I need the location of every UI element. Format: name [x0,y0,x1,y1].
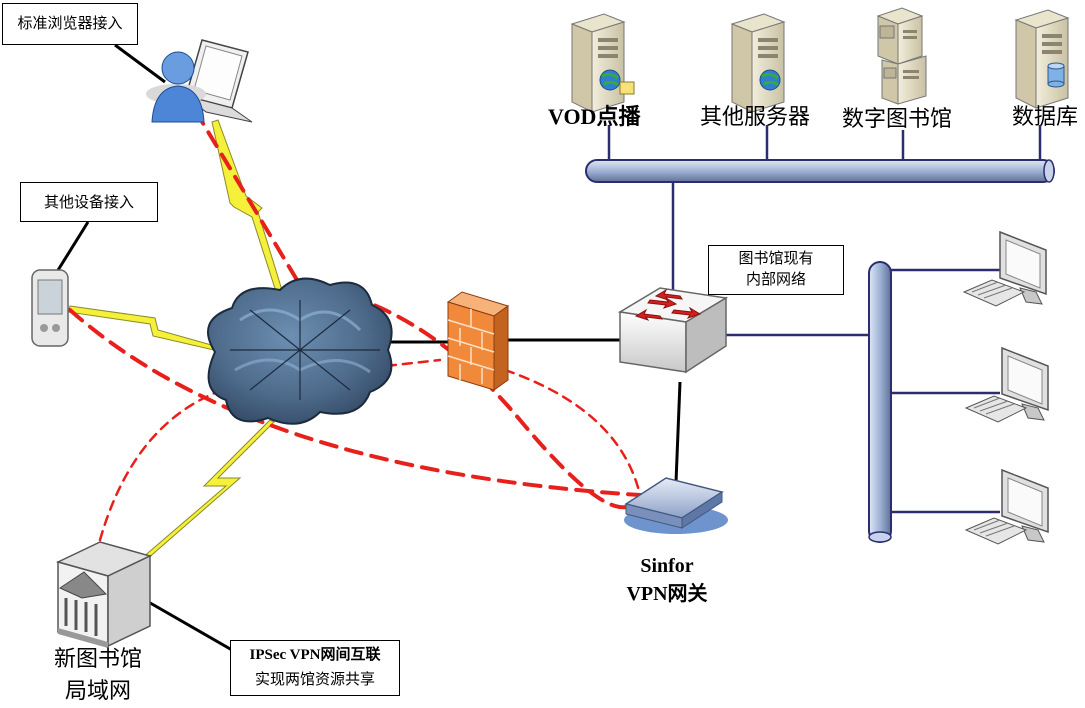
workstation-icon[interactable] [962,230,1047,307]
new-library-line2: 局域网 [64,679,131,704]
sinfor-line2: VPN网关 [626,583,708,605]
digital-library-label: 数字图书馆 [842,107,953,132]
switch-icon[interactable] [617,287,729,374]
tunnel-browser-cloud [193,108,302,287]
new-library-label: 新图书馆 局域网 [44,644,152,708]
workstation-icon[interactable] [964,468,1049,545]
firewall-icon[interactable] [446,291,510,391]
link-library-label [144,598,233,652]
database-icon [1047,62,1065,88]
internal-network-line2: 内部网络 [745,270,806,288]
server-tower-icon[interactable] [1014,9,1070,109]
link-browser-label [114,43,166,84]
lan-bus [868,261,892,543]
link-devices-label [53,221,90,276]
lightning-icon [211,119,286,302]
user-laptop-icon[interactable] [146,39,253,123]
server-tower-icon[interactable] [730,13,786,113]
internal-network-label: 图书馆现有 内部网络 [708,245,844,295]
link-switch-vpn [674,381,682,483]
database-label: 数据库 [1012,105,1079,130]
other-servers-label: 其他服务器 [700,105,811,130]
sinfor-label: Sinfor VPN网关 [612,552,722,608]
tunnel-pda-vpn [68,308,642,497]
ipsec-line2: 实现两馆资源共享 [254,670,375,688]
server-rack-icon[interactable] [876,7,927,105]
server-tower-icon[interactable] [570,13,635,113]
internal-network-line1: 图书馆现有 [738,249,814,267]
other-devices-label: 其他设备接入 [20,182,158,222]
tunnel-firewall-vpn [503,368,642,497]
workstation-icon[interactable] [964,346,1049,423]
browser-access-label: 标准浏览器接入 [2,3,138,45]
bus-links [607,125,1042,514]
server-bus [585,159,1055,183]
ipsec-line1: IPSec VPN网间互联 [249,647,381,663]
sinfor-line1: Sinfor [640,555,694,577]
internet-cloud-icon[interactable] [207,277,393,425]
pda-icon[interactable] [31,269,69,347]
vod-label: VOD点播 [548,104,641,129]
ipsec-label: IPSec VPN网间互联 实现两馆资源共享 [230,640,400,696]
lightning-icon [141,419,275,561]
library-building-icon[interactable] [55,541,153,648]
vpn-gateway-icon[interactable] [624,477,728,534]
new-library-line1: 新图书馆 [53,647,142,672]
